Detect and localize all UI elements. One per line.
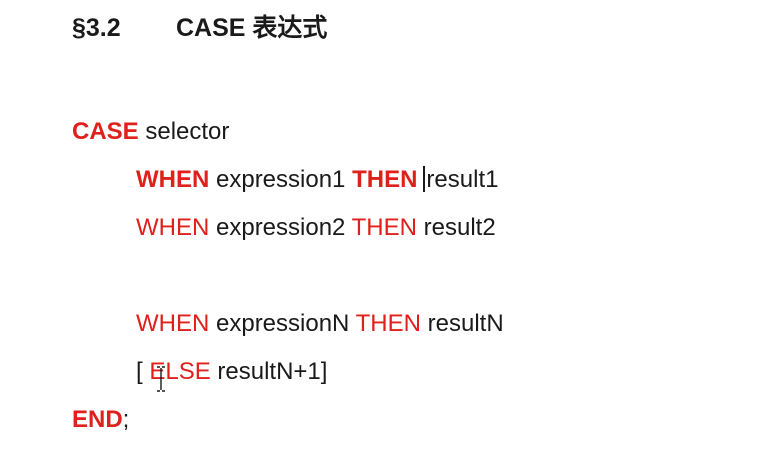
slide-heading: §3.2 CASE 表达式 [72, 10, 327, 46]
case-keyword: CASE [72, 118, 139, 145]
then-keyword: THEN [355, 310, 421, 337]
then-keyword: THEN [351, 214, 417, 241]
i-beam-pointer-icon [157, 366, 165, 392]
code-line-when-1: WHEN expression1 THEN result1 [136, 163, 498, 197]
end-keyword: END [72, 406, 123, 433]
section-title: CASE 表达式 [176, 14, 328, 42]
expression-text: expression1 [209, 166, 353, 193]
code-line-when-n: WHEN expressionN THEN resultN [136, 307, 504, 341]
code-line-else: [ ELSE resultN+1] [136, 355, 327, 389]
code-line-case: CASE selector [72, 115, 229, 149]
code-line-when-2: WHEN expression2 THEN result2 [136, 211, 496, 245]
section-number: §3.2 [72, 14, 121, 42]
expression-text: expressionN [209, 310, 356, 337]
else-result-text: resultN+1] [210, 358, 328, 385]
code-line-end: END; [72, 403, 129, 437]
when-keyword: WHEN [136, 166, 210, 193]
then-keyword: THEN [352, 166, 418, 193]
else-keyword: ELSE [149, 358, 211, 385]
result-text: result1 [426, 166, 499, 193]
expression-text: expression2 [209, 214, 352, 241]
end-semicolon: ; [122, 406, 130, 433]
when-keyword: WHEN [136, 214, 210, 241]
when-keyword: WHEN [136, 310, 210, 337]
result-text: resultN [420, 310, 504, 337]
bracket-open: [ [136, 358, 150, 385]
result-text: result2 [416, 214, 496, 241]
selector-text: selector [138, 118, 230, 145]
text-cursor-icon [423, 166, 426, 192]
